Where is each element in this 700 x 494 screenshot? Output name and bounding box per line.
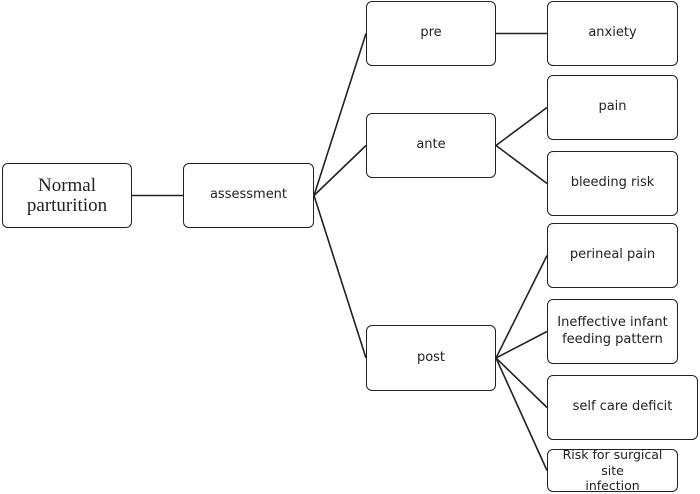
post-node-label: post — [416, 349, 446, 365]
assessment-node-label: assessment — [209, 187, 288, 203]
connector-post-self_care — [495, 357, 548, 409]
anxiety-node-label: anxiety — [588, 25, 637, 41]
self-care-deficit-node: self care deficit — [547, 375, 698, 440]
ineffective-infant-feeding-node-label: Ineffective infant feeding pattern — [557, 314, 668, 347]
post-node: post — [366, 325, 496, 391]
self-care-deficit-node-label: self care deficit — [572, 399, 673, 415]
connector-assessment-pre — [313, 33, 367, 196]
connector-post-surgical_site — [495, 357, 548, 471]
connector-assessment-ante — [313, 144, 367, 197]
anxiety-node: anxiety — [547, 1, 678, 66]
root-node-label: Normal parturition — [26, 174, 108, 216]
perineal-pain-node: perineal pain — [547, 223, 678, 288]
pain-node-label: pain — [598, 99, 627, 115]
connector-ante-pain — [495, 106, 548, 147]
surgical-site-infection-node-label: Risk for surgical site infection — [562, 447, 663, 494]
pre-node-label: pre — [420, 25, 442, 41]
perineal-pain-node-label: perineal pain — [569, 247, 656, 263]
bleeding-risk-node: bleeding risk — [547, 151, 678, 216]
ineffective-infant-feeding-node: Ineffective infant feeding pattern — [547, 299, 678, 364]
pre-node: pre — [366, 1, 496, 66]
connector-post-ineffective_feeding — [495, 330, 548, 359]
connector-post-perineal_pain — [495, 255, 548, 359]
connector-ante-bleeding_risk — [495, 144, 548, 185]
root-node-normal-parturition: Normal parturition — [2, 163, 132, 228]
connector-assessment-post — [313, 195, 367, 359]
bleeding-risk-node-label: bleeding risk — [570, 175, 655, 191]
assessment-node: assessment — [183, 163, 314, 228]
ante-node: ante — [366, 113, 496, 178]
ante-node-label: ante — [416, 137, 446, 153]
surgical-site-infection-node: Risk for surgical site infection — [547, 447, 678, 494]
pain-node: pain — [547, 75, 678, 140]
